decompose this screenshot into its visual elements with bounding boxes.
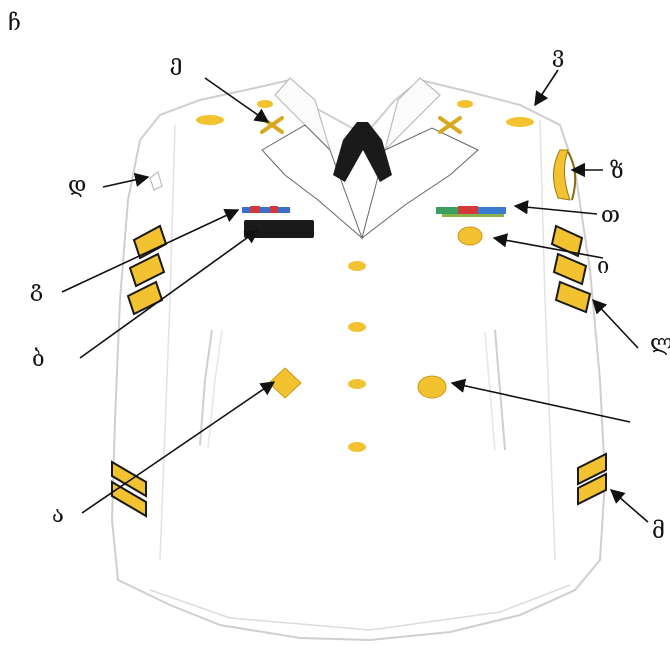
label-ribbon-bar-left: გ: [30, 277, 43, 302]
name-tag: [244, 220, 314, 238]
button: [348, 322, 366, 332]
jacket: [110, 78, 607, 642]
right-chest-badge: [457, 226, 483, 246]
label-right-chest-badge: ი: [597, 254, 609, 279]
label-left-pocket-badge: ა: [52, 503, 64, 528]
left-cuff-stripes: [111, 460, 147, 518]
ribbon-bar-right: [436, 206, 506, 217]
left-upper-sleeve-chevron: [126, 224, 168, 316]
right-upper-sleeve-chevron: [550, 224, 592, 314]
shoulder-loop: [149, 170, 163, 191]
right-cuff-stripes: [577, 452, 607, 506]
callout-arrows: [61, 69, 649, 523]
left-pocket-slit: [199, 329, 213, 446]
black-tie: [333, 122, 392, 182]
right-pocket-badge: [417, 375, 447, 399]
label-name-tag: ბ: [32, 347, 45, 372]
label-lapel-emblem: ე: [170, 51, 182, 76]
right-lapel: [361, 127, 479, 240]
label-ribbon-bar-right: თ: [601, 203, 620, 228]
label-shoulder-loop: დ: [68, 173, 86, 198]
button: [348, 379, 366, 389]
button: [348, 261, 366, 271]
left-pocket-badge: [268, 367, 302, 399]
ribbon-bar-left: [242, 206, 290, 213]
right-pocket-slit: [494, 329, 506, 451]
button: [348, 442, 366, 452]
label-shoulder-board: ვ: [552, 43, 564, 68]
left-shoulder-board: [196, 115, 224, 125]
collar: [261, 77, 479, 240]
jacket-outline: [110, 78, 607, 642]
label-upper-sleeve-chevron: ლ: [650, 331, 670, 356]
label-cuff-stripes: მ: [652, 519, 665, 544]
right-collar: [383, 77, 441, 152]
label-sleeve-patch: ზ: [610, 159, 624, 184]
right-shoulder-board: [506, 117, 534, 127]
corner-label: ჩ: [8, 11, 21, 36]
front-buttons: [348, 261, 366, 452]
callout-labels: ე ვ დ ზ თ გ ი ბ ლ ა მ: [30, 43, 670, 544]
